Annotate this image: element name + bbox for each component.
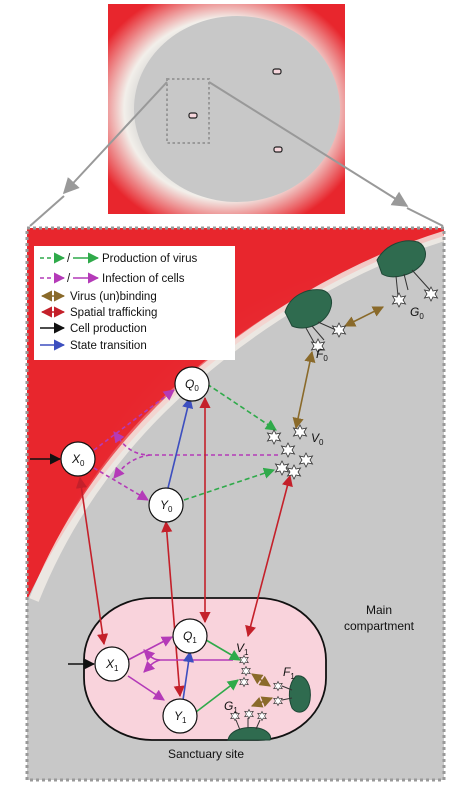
label-v1: V1 <box>236 641 249 657</box>
legend-label: State transition <box>70 340 147 352</box>
legend-slash: / <box>67 273 71 285</box>
legend-label: Production of virus <box>102 253 197 265</box>
legend-item-cell-production: Cell production <box>40 322 147 335</box>
overview-panel <box>108 4 345 214</box>
production-arrow <box>205 639 241 661</box>
binding-arrow <box>292 350 316 430</box>
fdc-f0 <box>284 289 346 354</box>
label-f0: F0 <box>316 347 328 363</box>
svg-text:X0: X0 <box>71 452 85 468</box>
trafficking-arrow <box>245 474 293 638</box>
overview-main-compartment <box>134 16 340 202</box>
legend-item-binding: Virus (un)binding <box>40 290 157 303</box>
binding-arrow <box>343 306 385 327</box>
legend-item-production: / Production of virus <box>40 252 197 265</box>
trafficking-arrow <box>161 520 185 698</box>
binding-arrow <box>250 696 274 708</box>
legend-slash: / <box>67 253 71 265</box>
svg-text:Q0: Q0 <box>185 377 199 393</box>
svg-text:Q1: Q1 <box>183 629 197 645</box>
binding-arrow <box>251 673 271 687</box>
svg-text:Y0: Y0 <box>160 498 173 514</box>
svg-text:X1: X1 <box>105 657 119 673</box>
zoom-box <box>166 78 210 144</box>
node-q0: Q0 <box>174 366 210 402</box>
legend-label: Cell production <box>70 323 147 335</box>
node-q1: Q1 <box>172 618 208 654</box>
fdc-f1 <box>273 675 311 713</box>
trafficking-arrow <box>75 476 109 646</box>
state-transition-arrow <box>167 396 194 489</box>
legend-label: Infection of cells <box>102 273 185 285</box>
label-g1: G1 <box>224 699 238 715</box>
arrows <box>30 306 385 713</box>
main-compartment-label-line2: compartment <box>344 619 415 633</box>
label-g0: G0 <box>410 305 424 321</box>
legend-item-infection: / Infection of cells <box>40 272 185 285</box>
label-f1: F1 <box>283 665 295 681</box>
state-transition-arrow <box>182 650 195 701</box>
fdc-g1 <box>227 709 271 741</box>
legend-item-state-transition: State transition <box>40 339 147 352</box>
svg-text:Y1: Y1 <box>174 709 187 725</box>
node-y1: Y1 <box>162 698 198 734</box>
infection-arrow <box>93 389 175 451</box>
overview-sanctuary-site <box>273 146 283 153</box>
infection-arrow <box>127 675 165 701</box>
overview-sanctuary-site <box>188 112 198 119</box>
infection-arrow <box>93 467 149 501</box>
fdc-g0 <box>376 240 438 308</box>
node-x1: X1 <box>94 646 130 682</box>
label-v0: V0 <box>311 431 324 447</box>
legend-label: Spatial trafficking <box>70 307 157 319</box>
node-x0: X0 <box>60 441 96 477</box>
sanctuary-site-label: Sanctuary site <box>168 747 244 761</box>
production-arrow <box>195 679 239 713</box>
overview-sanctuary-site <box>272 68 282 75</box>
infection-arrow <box>113 454 151 479</box>
legend-item-trafficking: Spatial trafficking <box>40 306 157 319</box>
infection-arrow <box>143 659 161 673</box>
zoom-connectors <box>29 81 444 227</box>
zoom-panel-border <box>25 226 446 782</box>
legend-label: Virus (un)binding <box>70 291 157 303</box>
production-arrow <box>206 383 277 431</box>
infection-arrow <box>127 636 173 661</box>
legend-box <box>34 246 235 360</box>
main-compartment-label-line1: Main <box>366 603 392 617</box>
node-y0: Y0 <box>148 487 184 523</box>
legend: / Production of virus / Infection of cel… <box>34 246 235 360</box>
